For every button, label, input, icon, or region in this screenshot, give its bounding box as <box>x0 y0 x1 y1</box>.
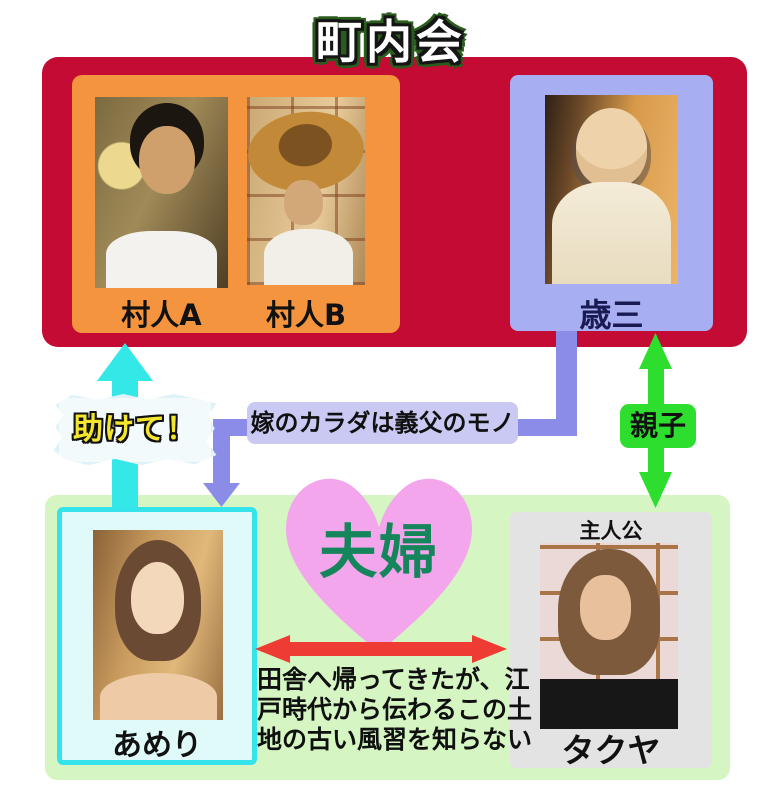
parent-child-label: 親子 <box>620 404 696 448</box>
ameri-label: あめり <box>112 728 202 763</box>
villager-a-photo <box>95 97 228 288</box>
diagram-title: 町内会 <box>316 15 466 69</box>
help-label: 助けて！ <box>73 412 197 447</box>
takuya-photo <box>540 543 678 729</box>
story-note-line-3: 地の古い風習を知らない <box>257 725 533 754</box>
bride-arrow-segment-right <box>556 331 577 436</box>
ameri-photo <box>93 530 223 720</box>
story-note-line-2: 戸時代から伝わるこの土 <box>257 695 533 724</box>
couple-label: 夫婦 <box>318 518 439 586</box>
toshizo-photo <box>545 95 678 284</box>
help-banner-shape <box>53 394 217 466</box>
takuya-shirt-shape <box>540 678 678 729</box>
villager-b-label: 村人B <box>265 298 347 332</box>
heart-icon <box>272 464 486 658</box>
protagonist-tag: 主人公 <box>579 519 643 543</box>
villager-a-shirt-shape <box>105 230 218 288</box>
couple-arrow-shaft <box>286 642 476 656</box>
bride-arrow-segment-left <box>213 419 230 485</box>
villager-a-label: 村人A <box>121 298 202 332</box>
story-note: 田舎へ帰ってきたが、江 戸時代から伝わるこの土 地の古い風習を知らない <box>257 665 533 755</box>
bride-body-label: 嫁のカラダは義父のモノ <box>247 402 518 444</box>
story-note-line-1: 田舎へ帰ってきたが、江 <box>257 665 530 694</box>
villager-b-shirt-shape <box>263 228 354 285</box>
toshizo-label: 歳三 <box>579 296 644 334</box>
villager-b-photo <box>247 97 365 285</box>
takuya-label: タクヤ <box>561 731 661 770</box>
ameri-shoulders-shape <box>99 672 217 720</box>
